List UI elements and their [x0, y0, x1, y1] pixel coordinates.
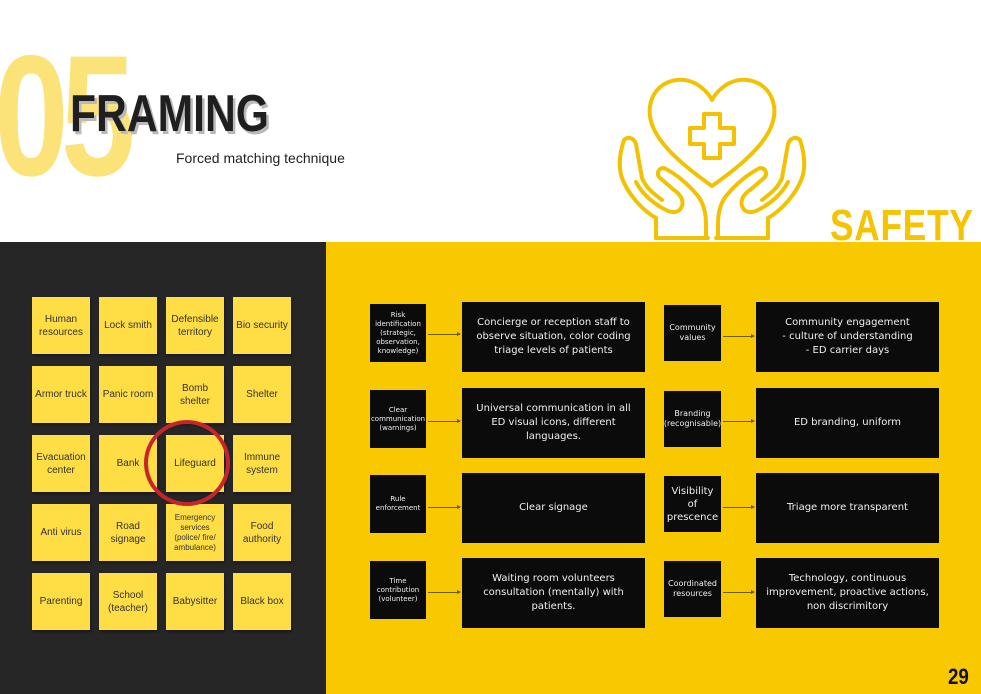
section-number: 05 — [0, 20, 135, 212]
arrow-connector — [723, 334, 755, 338]
sticky-note: Bio security — [233, 297, 291, 354]
attribute-box: Coordinated resources — [664, 561, 721, 617]
sticky-note: Road signage — [99, 504, 157, 561]
solution-box: Universal communication in all ED visual… — [462, 388, 645, 458]
arrow-connector — [428, 590, 461, 594]
sticky-note: Babysitter — [166, 573, 224, 630]
sticky-note: Emergency services (police/ fire/ ambula… — [166, 504, 224, 561]
attribute-box: Branding (recognisable) — [664, 391, 721, 447]
solution-box: Community engagement - culture of unders… — [756, 302, 939, 372]
highlight-circle — [144, 420, 230, 506]
arrow-connector — [723, 419, 755, 423]
arrow-connector — [428, 505, 461, 509]
sticky-note: Food authority — [233, 504, 291, 561]
solution-box: Triage more transparent — [756, 473, 939, 543]
solution-box: Concierge or reception staff to observe … — [462, 302, 645, 372]
sticky-note: Immune system — [233, 435, 291, 492]
attribute-box: Clear communication (warnings) — [370, 390, 426, 448]
attribute-box: Risk identification (strategic, observat… — [370, 304, 426, 362]
sticky-note: Armor truck — [32, 366, 90, 423]
arrow-connector — [428, 419, 461, 423]
page-number: 29 — [948, 664, 969, 689]
solution-box: Technology, continuous improvement, proa… — [756, 558, 939, 628]
sticky-note: School (teacher) — [99, 573, 157, 630]
solution-box: Clear signage — [462, 473, 645, 543]
attribute-box: Visibility of prescence — [664, 476, 721, 532]
page-subtitle: Forced matching technique — [176, 150, 345, 166]
solution-box: Waiting room volunteers consultation (me… — [462, 558, 645, 628]
attribute-box: Community values — [664, 305, 721, 361]
sticky-note: Bomb shelter — [166, 366, 224, 423]
sticky-note: Panic room — [99, 366, 157, 423]
arrow-connector — [428, 332, 461, 336]
sticky-note: Evacuation center — [32, 435, 90, 492]
sticky-note: Black box — [233, 573, 291, 630]
sticky-note: Lock smith — [99, 297, 157, 354]
sticky-note: Anti virus — [32, 504, 90, 561]
solution-box: ED branding, uniform — [756, 388, 939, 458]
heart-in-hands-icon — [617, 77, 807, 240]
arrow-connector — [723, 505, 755, 509]
sticky-note: Shelter — [233, 366, 291, 423]
attribute-box: Time contribution (volunteer) — [370, 561, 426, 619]
page-title: FRAMING — [70, 85, 269, 143]
theme-label: SAFETY — [830, 201, 974, 250]
attribute-box: Rule enforcement — [370, 475, 426, 533]
arrow-connector — [723, 590, 755, 594]
sticky-note: Defensible territory — [166, 297, 224, 354]
sticky-note: Parenting — [32, 573, 90, 630]
sticky-note: Human resources — [32, 297, 90, 354]
